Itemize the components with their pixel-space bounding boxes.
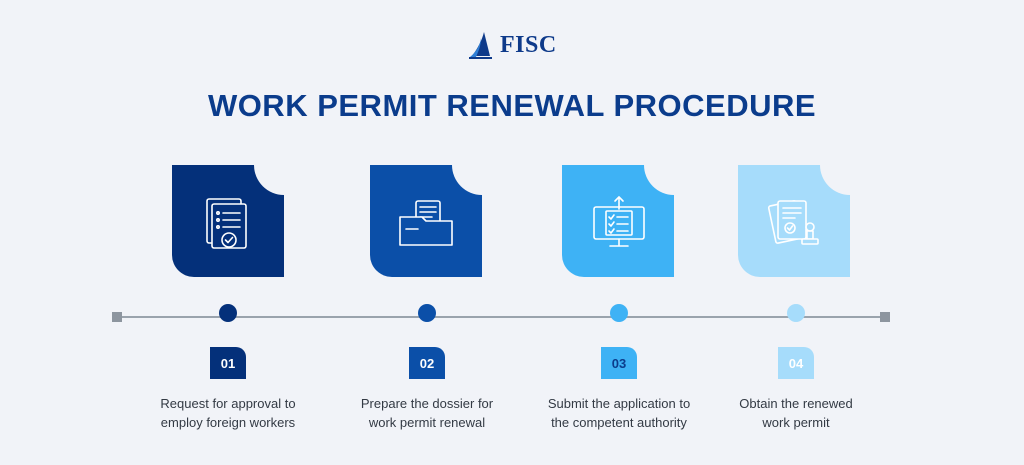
document-check-icon xyxy=(206,198,247,249)
step-1-dot xyxy=(219,304,237,322)
step-1-description: Request for approval to employ foreign w… xyxy=(128,394,328,432)
step-1-line-2: employ foreign workers xyxy=(160,415,296,430)
step-4-line-1: Obtain the renewed xyxy=(739,396,853,411)
step-1-card xyxy=(172,165,284,277)
certificate-stamp-icon xyxy=(767,200,819,245)
step-4-dot xyxy=(787,304,805,322)
step-4-line-2: work permit xyxy=(762,415,830,430)
step-3-number: 03 xyxy=(601,347,637,379)
step-2-number: 02 xyxy=(409,347,445,379)
step-1-number: 01 xyxy=(210,347,246,379)
step-2-card xyxy=(370,165,482,277)
timeline-start-marker xyxy=(112,312,122,322)
step-2-line-2: work permit renewal xyxy=(368,415,486,430)
step-3-line-2: the competent authority xyxy=(551,415,687,430)
brand-name: FISC xyxy=(500,31,557,58)
timeline-line xyxy=(116,316,884,318)
folder-documents-icon xyxy=(399,200,453,246)
step-2-dot xyxy=(418,304,436,322)
brand-logo: FISC xyxy=(468,30,557,60)
page-title: WORK PERMIT RENEWAL PROCEDURE xyxy=(207,88,817,123)
sail-logo-icon xyxy=(469,32,492,59)
step-2-line-1: Prepare the dossier for xyxy=(360,396,494,411)
step-3-card xyxy=(562,165,674,277)
timeline-end-marker xyxy=(880,312,890,322)
step-3-dot xyxy=(610,304,628,322)
step-3-line-1: Submit the application to xyxy=(547,396,691,411)
step-3-description: Submit the application to the competent … xyxy=(519,394,719,432)
step-4-description: Obtain the renewed work permit xyxy=(696,394,896,432)
step-4-card xyxy=(738,165,850,277)
step-1-line-1: Request for approval to xyxy=(160,396,296,411)
monitor-upload-icon xyxy=(593,196,645,247)
step-2-description: Prepare the dossier for work permit rene… xyxy=(327,394,527,432)
step-4-number: 04 xyxy=(778,347,814,379)
